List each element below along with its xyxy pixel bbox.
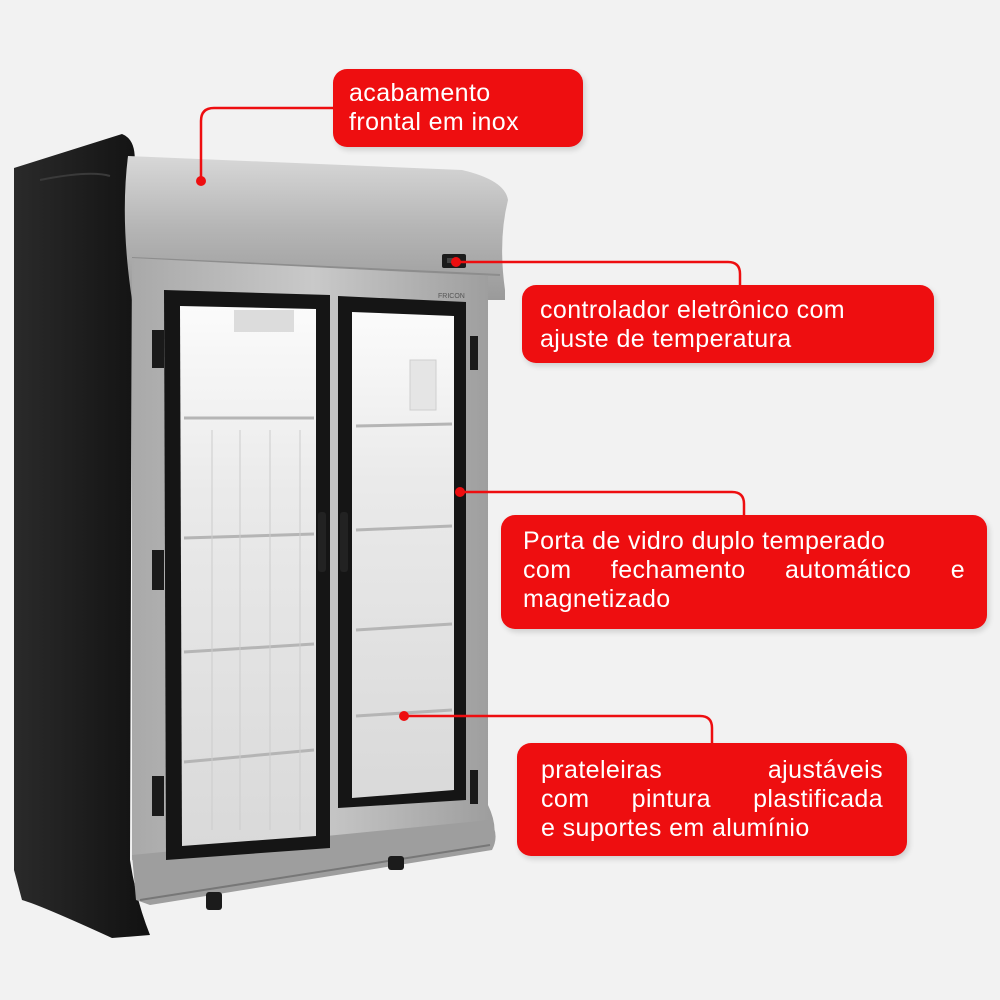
callout-line: ajuste de temperatura <box>540 325 792 353</box>
cabinet-side-panel <box>14 134 150 938</box>
callout-leader-lines <box>199 106 746 743</box>
callout-anchor-dots <box>196 176 465 721</box>
left-glass-door <box>164 290 330 860</box>
callout-glass-door: Porta de vidro duplo temperado com fecha… <box>501 515 987 629</box>
callout-electronic-controller: controlador eletrônico com ajuste de tem… <box>522 285 934 363</box>
cabinet-feet <box>206 856 404 910</box>
callout-line: Porta de vidro duplo temperado <box>523 527 886 555</box>
left-door-shelves <box>183 416 315 764</box>
callout-line: prateleiras ajustáveis <box>541 756 883 784</box>
callout-line: controlador eletrônico com <box>540 296 845 324</box>
right-glass-door <box>338 296 466 808</box>
callout-line: e suportes em alumínio <box>541 814 810 842</box>
door-hinges <box>152 330 478 816</box>
callout-line: com pintura plastificada <box>541 785 883 813</box>
callout-adjustable-shelves: prateleiras ajustáveis com pintura plast… <box>517 743 907 856</box>
callout-line: com fechamento automático e <box>523 556 965 584</box>
callout-line: magnetizado <box>523 585 671 613</box>
callout-line: frontal em inox <box>349 108 519 136</box>
callout-line: acabamento <box>349 79 491 107</box>
brand-mark: FRICON <box>438 293 465 300</box>
callout-stainless-finish: acabamento frontal em inox <box>333 69 583 147</box>
